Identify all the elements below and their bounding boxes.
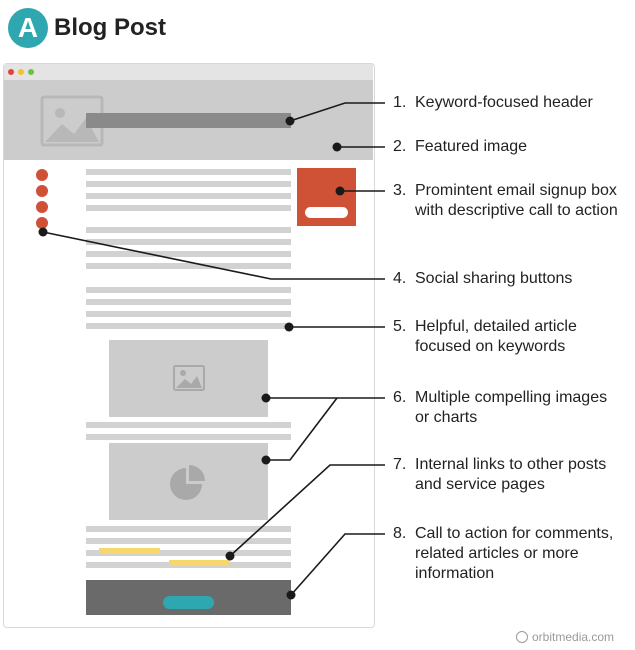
watermark: orbitmedia.com [516, 630, 614, 644]
window-minimize-dot [18, 69, 24, 75]
annotation-number: 7. [393, 456, 407, 473]
annotation-4: 4. Social sharing buttons [393, 269, 620, 289]
header-title-bar [86, 113, 291, 128]
annotation-text: Internal links to other posts and servic… [415, 456, 607, 493]
page-title: Blog Post [54, 14, 166, 41]
annotation-text: Social sharing buttons [415, 270, 573, 287]
badge-letter: A [17, 12, 39, 43]
email-signup-button [305, 207, 348, 218]
content-chart-image [109, 443, 268, 520]
annotation-2: 2. Featured image [393, 137, 620, 157]
annotation-number: 5. [393, 318, 407, 335]
logo-badge: A [8, 8, 48, 48]
social-button-3 [36, 201, 48, 213]
social-button-1 [36, 169, 48, 181]
logo-icon [516, 631, 528, 643]
annotation-1: 1. Keyword-focused header [393, 93, 620, 113]
window-maximize-dot [28, 69, 34, 75]
image-icon [173, 365, 205, 391]
annotation-number: 6. [393, 389, 407, 406]
cta-button [163, 596, 214, 609]
annotation-text: Call to action for comments, related art… [415, 525, 614, 582]
annotation-number: 3. [393, 182, 407, 199]
window-close-dot [8, 69, 14, 75]
annotation-text: Multiple compelling images or charts [415, 389, 608, 426]
pie-chart-icon [170, 465, 205, 500]
annotation-text: Keyword-focused header [415, 94, 593, 111]
annotation-text: Helpful, detailed article focused on key… [415, 318, 577, 355]
annotation-text: Promintent email signup box with descrip… [415, 182, 618, 219]
annotation-number: 8. [393, 525, 407, 542]
internal-link-highlight-1 [99, 548, 160, 554]
annotation-number: 4. [393, 270, 407, 287]
annotation-number: 1. [393, 94, 407, 111]
leader-lines [42, 102, 385, 596]
annotation-text: Featured image [415, 138, 528, 155]
annotation-6: 6. Multiple compelling images or charts [393, 388, 620, 428]
image-icon [40, 95, 104, 147]
leader-dots [38, 116, 345, 600]
browser-titlebar [4, 64, 373, 80]
annotation-number: 2. [393, 138, 407, 155]
annotation-8: 8. Call to action for comments, related a… [393, 524, 620, 584]
annotation-7: 7. Internal links to other posts and serv… [393, 455, 620, 495]
social-button-4 [36, 217, 48, 229]
content-image-1 [109, 340, 268, 417]
watermark-text: orbitmedia.com [532, 630, 615, 644]
internal-link-highlight-2 [169, 560, 230, 566]
annotation-3: 3. Promintent email signup box with descr… [393, 181, 620, 221]
annotation-5: 5. Helpful, detailed article focused on k… [393, 317, 620, 357]
social-button-2 [36, 185, 48, 197]
